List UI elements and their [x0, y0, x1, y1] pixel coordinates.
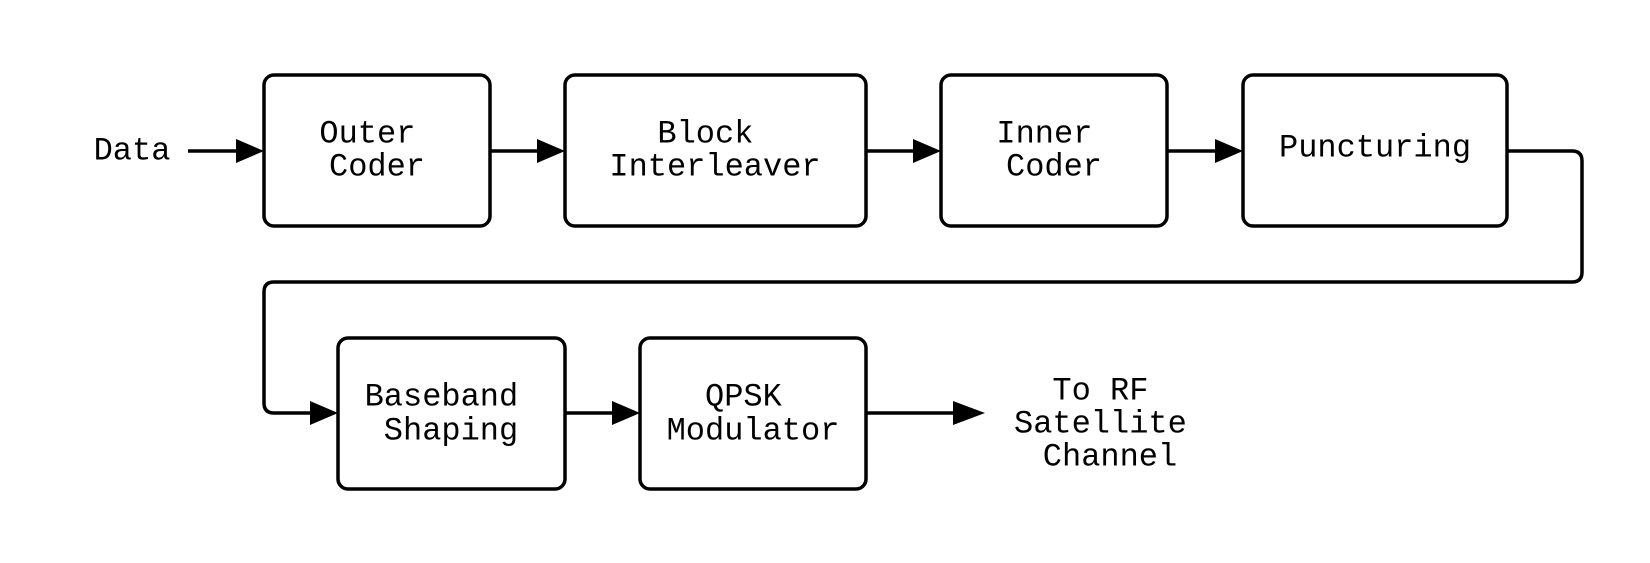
block-baseband-shaping: Baseband Shaping — [336, 336, 567, 491]
svg-text:Block Interleaver: Block Interleaver — [609, 107, 820, 186]
wire-puncturing-to-baseband — [262, 149, 1584, 415]
block-puncturing: Puncturing — [1241, 73, 1509, 228]
block-label: Block — [657, 116, 753, 153]
block-label: Shaping — [384, 413, 518, 450]
block-label: Interleaver — [609, 149, 820, 186]
block-label: Outer — [319, 116, 415, 153]
svg-text:Outer Coder: Outer Coder — [319, 107, 434, 186]
arrowhead — [537, 139, 565, 163]
input-label: Data — [94, 133, 171, 170]
svg-text:QPSK Modulator: QPSK Modulator — [667, 370, 840, 450]
block-label: QPSK — [705, 379, 783, 416]
output-label-line: To RF — [1052, 373, 1148, 410]
arrowhead — [612, 401, 640, 425]
svg-text:Puncturing: Puncturing — [1279, 130, 1471, 167]
connectors — [188, 139, 1584, 425]
block-label: Puncturing — [1279, 130, 1471, 167]
block-label: Baseband — [365, 379, 519, 416]
arrowhead — [236, 139, 264, 163]
block-inner-coder: Inner Coder — [939, 73, 1169, 228]
arrowhead — [913, 139, 941, 163]
output-label-line: Channel — [1043, 439, 1177, 476]
block-label: Inner — [996, 116, 1092, 153]
block-outer-coder: Outer Coder — [262, 73, 492, 228]
block-label: Coder — [329, 149, 425, 186]
block-qpsk-modulator: QPSK Modulator — [638, 336, 868, 491]
svg-text:Inner Coder: Inner Coder — [996, 107, 1111, 186]
output-label-line: Satellite — [1014, 406, 1187, 443]
arrowhead — [1215, 139, 1243, 163]
svg-text:Baseband Shaping: Baseband Shaping — [365, 370, 538, 450]
block-block-interleaver: Block Interleaver — [563, 73, 868, 228]
arrowhead — [953, 401, 985, 425]
arrowhead — [310, 401, 338, 425]
block-label: Coder — [1006, 149, 1102, 186]
block-label: Modulator — [667, 413, 840, 450]
output-label: To RF Satellite Channel — [1014, 364, 1206, 476]
